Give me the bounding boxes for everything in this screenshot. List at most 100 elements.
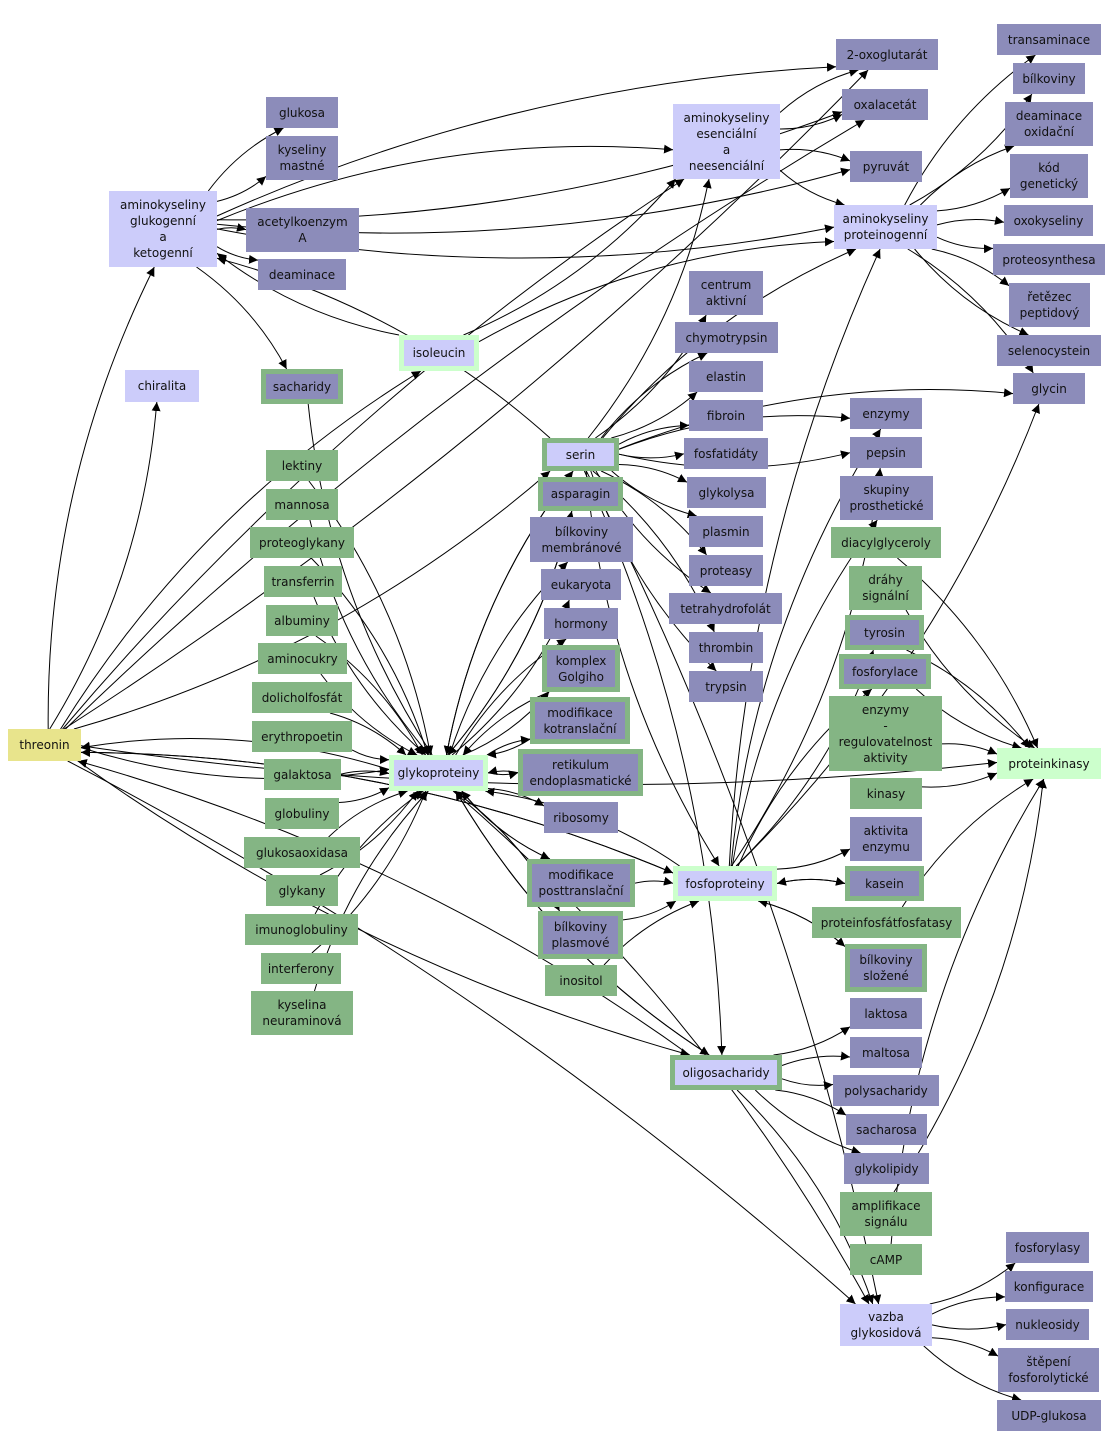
node-mannosa[interactable]: mannosa [266,489,338,520]
node-polysacharidy[interactable]: polysacharidy [833,1075,939,1106]
node-trypsin[interactable]: trypsin [689,671,763,702]
node-ribosomy[interactable]: ribosomy [544,802,618,833]
node-bilkoviny[interactable]: bílkoviny [1013,63,1085,94]
node-proteasy[interactable]: proteasy [689,555,763,586]
node-glykolipidy[interactable]: glykolipidy [844,1153,929,1184]
node-kyselina-neuraminova[interactable]: kyselina neuraminová [251,991,353,1035]
node-erythropoetin[interactable]: erythropoetin [252,721,352,752]
node-proteinfosfatfosfatasy[interactable]: proteinfosfátfosfatasy [812,907,961,938]
node-glykany[interactable]: glykany [266,875,338,906]
node-kyseliny-mastne[interactable]: kyseliny mastné [266,136,338,180]
node-glukosaoxidasa[interactable]: glukosaoxidasa [244,837,360,868]
node-kinasy[interactable]: kinasy [850,778,922,809]
edge-aminokyseliny_prot-to-proteosynthesa [936,236,994,254]
node-fibroin[interactable]: fibroin [689,400,763,431]
node-oxalacetat[interactable]: oxalacetát [842,89,928,120]
node-globuliny[interactable]: globuliny [265,798,339,829]
node-enzymy[interactable]: enzymy [850,398,922,429]
node-oxokyseliny[interactable]: oxokyseliny [1004,205,1093,236]
node-laktosa[interactable]: laktosa [850,998,922,1029]
edge-oligosacharidy-to-maltosa [781,1051,851,1066]
node-nukleosidy[interactable]: nukleosidy [1006,1309,1089,1340]
node-drahy-signalni[interactable]: dráhy signální [849,566,922,610]
node-asparagin[interactable]: asparagin [538,477,623,511]
node-interferony[interactable]: interferony [261,953,341,984]
edge-glukosaoxidasa-to-glykoproteiny [328,789,408,838]
edge-aminokyseliny_prot-to-kod_genet [936,187,1011,212]
node-konfigurace[interactable]: konfigurace [1005,1271,1093,1302]
node-tyrosin[interactable]: tyrosin [845,615,924,650]
node-elastin[interactable]: elastin [689,361,763,392]
node-kod-geneticky[interactable]: kód genetický [1010,154,1088,198]
node-transaminace[interactable]: transaminace [997,24,1101,55]
node-glukosa[interactable]: glukosa [266,97,338,128]
node-dolicholfosfat[interactable]: dolicholfosfát [252,682,352,713]
node-diacylglyceroly[interactable]: diacylglyceroly [831,527,941,558]
node-fosforylasy[interactable]: fosforylasy [1006,1232,1089,1263]
node-inositol[interactable]: inositol [545,965,617,996]
edge-fosfoproteiny-to-skupiny [731,519,878,867]
node-kasein[interactable]: kasein [845,866,924,901]
node-transferrin[interactable]: transferrin [264,566,342,597]
node-bilkoviny-plasmove[interactable]: bílkoviny plasmové [538,911,623,959]
node-bilkoviny-membranove[interactable]: bílkoviny membránové [530,517,633,562]
node-fosfoproteiny[interactable]: fosfoproteiny [673,866,777,901]
node-lektiny[interactable]: lektiny [266,450,338,481]
node-threonin[interactable]: threonin [8,729,81,761]
node-aminokyseliny-glukogenni-ketogenni[interactable]: aminokyseliny glukogenní a ketogenní [109,191,217,267]
node-chiralita[interactable]: chiralita [125,370,199,402]
node-centrum-aktivni[interactable]: centrum aktivní [689,271,763,315]
node-chymotrypsin[interactable]: chymotrypsin [675,322,778,353]
node-fosforylace[interactable]: fosforylace [839,654,931,689]
node-glykoproteiny[interactable]: glykoproteiny [389,755,488,791]
node-modifikace-posttranslacni[interactable]: modifikace posttranslační [527,859,635,907]
node-enzymy-regulovatelnost[interactable]: enzymy - regulovatelnost aktivity [829,696,942,771]
node-oligosacharidy[interactable]: oligosacharidy [670,1055,782,1090]
node-modifikace-kotranslacni[interactable]: modifikace kotranslační [530,697,630,744]
node-aminokyseliny-esencialni[interactable]: aminokyseliny esenciální a neesenciální [673,104,780,179]
node-retezec-peptidovy[interactable]: řetězec peptidový [1009,283,1090,327]
node-skupiny-prostheticke[interactable]: skupiny prosthetické [840,476,933,520]
edge-fosfoproteiny-to-glycin [736,403,1040,867]
node-deaminace[interactable]: deaminace [258,259,346,290]
node-camp[interactable]: cAMP [850,1244,922,1275]
node-2-oxoglutarat[interactable]: 2-oxoglutarát [836,39,938,70]
node-thrombin[interactable]: thrombin [689,632,763,663]
node-hormony[interactable]: hormony [544,608,618,639]
node-plasmin[interactable]: plasmin [689,516,763,547]
edge-threonin-to-chiralita [49,401,161,730]
node-fosfatidaty[interactable]: fosfatidáty [684,438,768,469]
node-retikulum-endoplasmaticke[interactable]: retikulum endoplasmatické [518,749,643,796]
node-sacharosa[interactable]: sacharosa [846,1114,927,1145]
node-isoleucin[interactable]: isoleucin [399,335,479,371]
node-udp-glukosa[interactable]: UDP-glukosa [997,1400,1101,1431]
node-bilkoviny-slozene[interactable]: bílkoviny složené [845,944,927,992]
node-imunoglobuliny[interactable]: imunoglobuliny [245,914,358,945]
node-pyruvat[interactable]: pyruvát [850,151,922,182]
node-acetylkoenzym-a[interactable]: acetylkoenzym A [246,208,359,252]
node-amplifikace-signalu[interactable]: amplifikace signálu [840,1192,932,1236]
node-serin[interactable]: serin [542,438,619,471]
node-vazba-glykosidova[interactable]: vazba glykosidová [840,1304,932,1346]
node-proteinkinasy[interactable]: proteinkinasy [997,748,1101,779]
node-pepsin[interactable]: pepsin [850,437,922,468]
edge-aminokyseliny_esen-to-oxalacetat [779,114,843,130]
node-aktivita-enzymu[interactable]: aktivita enzymu [850,817,922,861]
node-aminokyseliny-proteinogenni[interactable]: aminokyseliny proteinogenní [834,205,937,249]
node-galaktosa[interactable]: galaktosa [264,759,341,790]
node-eukaryota[interactable]: eukaryota [541,569,621,600]
node-tetrahydrofolat[interactable]: tetrahydrofolát [669,593,782,624]
edge-modif_kotrans-to-glykoproteiny [486,738,531,759]
node-deaminace-oxidacni[interactable]: deaminace oxidační [1005,102,1093,146]
node-proteoglykany[interactable]: proteoglykany [250,527,354,558]
node-sacharidy[interactable]: sacharidy [261,369,343,404]
node-glycin[interactable]: glycin [1013,373,1085,404]
node-albuminy[interactable]: albuminy [266,605,338,636]
node-stepeni-fosforolyticke[interactable]: štěpení fosforolytické [998,1348,1099,1392]
node-komplex-golgiho[interactable]: komplex Golgiho [542,645,620,692]
node-aminocukry[interactable]: aminocukry [258,643,347,674]
node-selenocystein[interactable]: selenocystein [997,335,1101,366]
node-maltosa[interactable]: maltosa [850,1037,922,1068]
node-proteosynthesa[interactable]: proteosynthesa [993,244,1105,275]
node-glykolysa[interactable]: glykolysa [687,477,766,508]
